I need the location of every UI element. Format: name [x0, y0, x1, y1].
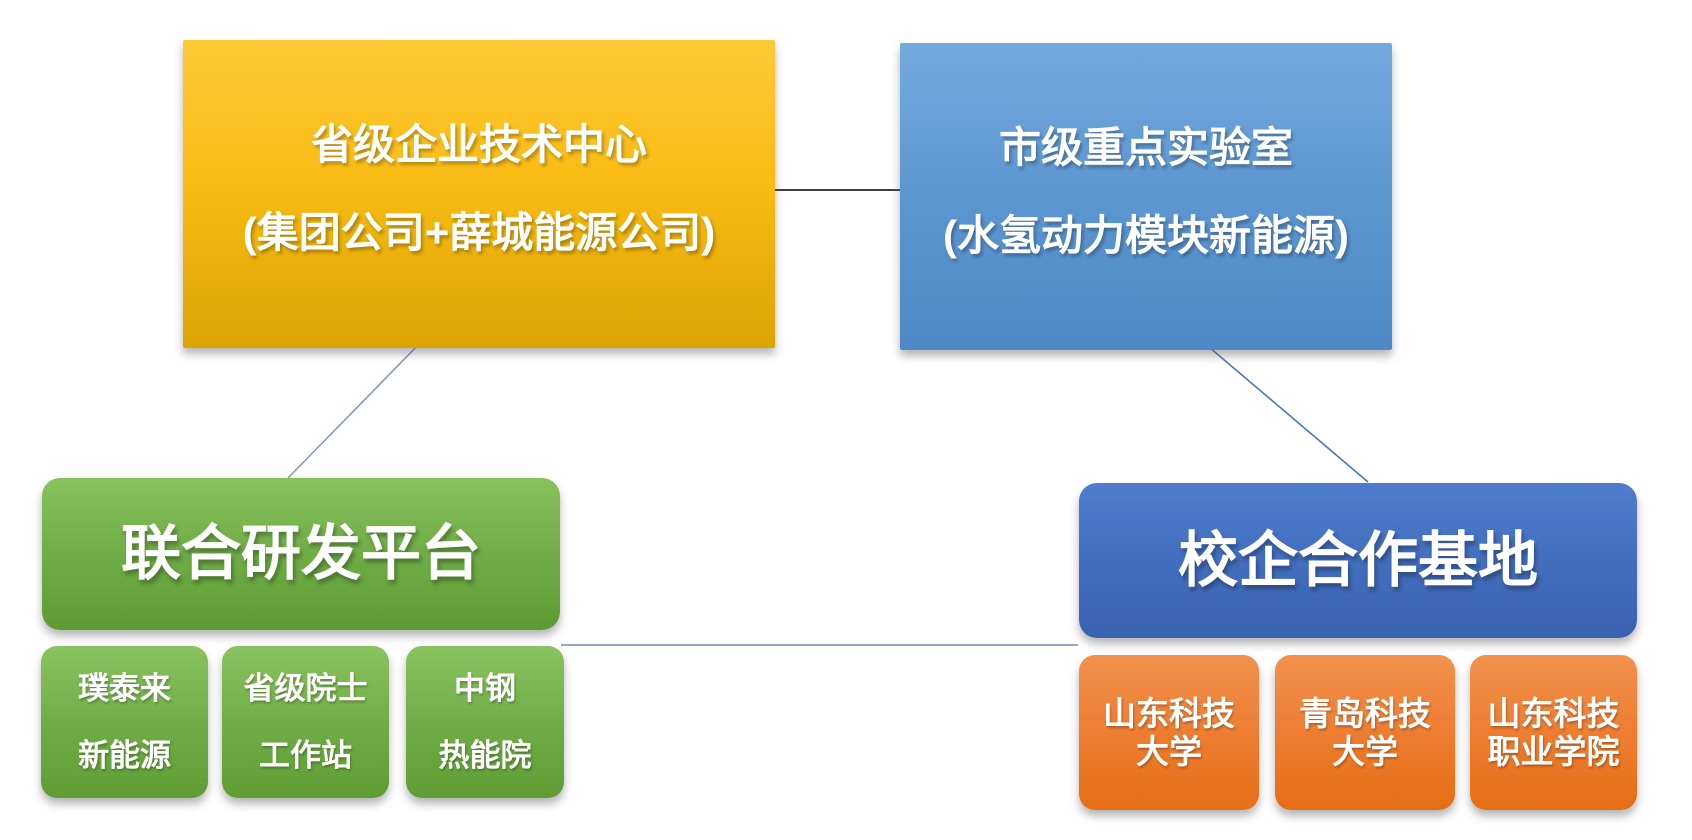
node-label-line: 大学: [1332, 733, 1398, 770]
node-joint-rd-platform: 联合研发平台: [42, 478, 560, 630]
node-label-line: 省级企业技术中心: [310, 121, 647, 168]
node-label-line: 联合研发平台: [121, 520, 481, 587]
node-label-line: 校企合作基地: [1178, 526, 1538, 594]
node-municipal-key-lab: 市级重点实验室 (水氢动力模块新能源): [900, 43, 1392, 350]
node-label-line: 青岛科技: [1299, 695, 1431, 732]
node-coop-member-shandong-vocational: 山东科技 职业学院: [1470, 655, 1637, 810]
node-label-line: 工作站: [259, 738, 352, 773]
node-label-line: 新能源: [78, 738, 171, 773]
node-label-line: 璞泰来: [78, 671, 171, 706]
node-label-line: 职业学院: [1487, 733, 1620, 770]
connector-techcenter-rdplatform: [287, 338, 425, 479]
connector-keylab-coopbase: [1202, 341, 1369, 483]
node-rd-member-academician-workstation: 省级院士 工作站: [222, 646, 389, 798]
node-rd-member-sinosteel: 中钢 热能院: [406, 646, 564, 798]
node-label-line: 热能院: [438, 738, 532, 773]
node-provincial-tech-center: 省级企业技术中心 (集团公司+薛城能源公司): [183, 40, 775, 348]
node-label-line: 山东科技: [1487, 695, 1620, 732]
node-label-line: 大学: [1136, 733, 1202, 770]
node-coop-member-shandong-ust: 山东科技 大学: [1079, 655, 1259, 810]
node-label-line: 山东科技: [1103, 695, 1235, 732]
node-label-line: 市级重点实验室: [998, 123, 1293, 171]
node-label-line: 中钢: [454, 671, 516, 706]
node-label-line: 省级院士: [243, 671, 368, 706]
node-rd-member-putailai: 璞泰来 新能源: [41, 646, 208, 798]
node-label-line: (集团公司+薛城能源公司): [242, 209, 716, 256]
node-coop-member-qingdao-ust: 青岛科技 大学: [1275, 655, 1455, 810]
node-label-line: (水氢动力模块新能源): [943, 211, 1349, 259]
node-school-enterprise-base: 校企合作基地: [1079, 483, 1637, 638]
